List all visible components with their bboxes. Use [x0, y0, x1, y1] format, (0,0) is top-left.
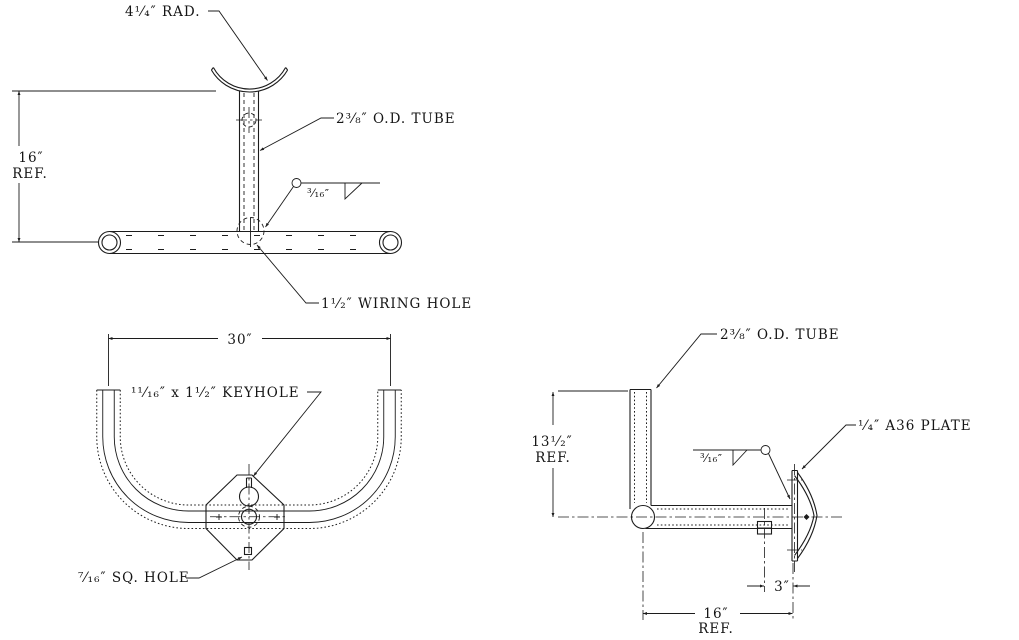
top-width-dim-text: 30″ — [227, 332, 252, 348]
side-length-ref-text: REF. — [698, 621, 734, 637]
side-length-dimension: 16″ REF. — [642, 532, 793, 637]
front-view: 16″ REF. 4¹⁄₄″ RAD. — [12, 4, 472, 312]
plate-callout: ¹⁄₄″ A36 PLATE — [801, 418, 972, 470]
radius-callout: 4¹⁄₄″ RAD. — [125, 4, 268, 81]
side-tube-callout: 2³⁄₈″ O.D. TUBE — [656, 327, 840, 389]
side-weld-size: ³⁄₁₆″ — [700, 451, 723, 465]
side-length-dim-text: 16″ — [703, 606, 728, 622]
front-crossbar-tube — [97, 217, 403, 255]
front-height-ref-text: REF. — [12, 166, 48, 182]
side-fillet-weld-symbol: ³⁄₁₆″ — [693, 445, 791, 500]
front-height-dimension: 16″ REF. — [12, 90, 216, 243]
center-plate — [205, 464, 288, 570]
keyhole-callout: ¹¹⁄₁₆″ x 1¹⁄₂″ KEYHOLE — [131, 385, 322, 477]
side-height-ref-text: REF. — [535, 450, 571, 466]
offset-dimension: 3″ — [747, 563, 810, 620]
sqhole-label: ⁷⁄₁₆″ SQ. HOLE — [78, 570, 190, 586]
pole-plate — [787, 464, 818, 572]
plate-label: ¹⁄₄″ A36 PLATE — [858, 418, 972, 434]
front-vertical-tube — [236, 91, 262, 232]
front-height-dim-text: 16″ — [18, 150, 43, 166]
top-view: 30″ ¹¹⁄₁₆″ x 1¹⁄₂″ KEYHOLE — [78, 332, 402, 586]
sqhole-callout: ⁷⁄₁₆″ SQ. HOLE — [78, 556, 243, 586]
arm-bolt — [756, 508, 773, 592]
front-tube-label: 2³⁄₈″ O.D. TUBE — [336, 111, 456, 127]
front-fillet-weld-symbol: ³⁄₁₆″ — [265, 178, 380, 228]
radius-label: 4¹⁄₄″ RAD. — [125, 4, 201, 20]
plate-center-marker — [803, 514, 810, 520]
side-view: 13¹⁄₂″ REF. ³⁄₁₆″ 2³⁄₈″ O.D. TUBE ¹⁄₄″ A… — [531, 327, 972, 637]
side-height-dimension: 13¹⁄₂″ REF. — [531, 390, 628, 518]
wiring-hole-callout: 1¹⁄₂″ WIRING HOLE — [256, 244, 472, 312]
keyhole-label: ¹¹⁄₁₆″ x 1¹⁄₂″ KEYHOLE — [131, 385, 300, 401]
saddle-curve — [210, 67, 289, 93]
side-tube-label: 2³⁄₈″ O.D. TUBE — [720, 327, 840, 343]
square-hole — [243, 546, 253, 556]
wiring-hole-label: 1¹⁄₂″ WIRING HOLE — [321, 296, 472, 312]
side-height-dim-text: 13¹⁄₂″ — [531, 434, 572, 450]
front-tube-callout: 2³⁄₈″ O.D. TUBE — [259, 111, 456, 151]
top-width-dimension: 30″ — [108, 332, 391, 386]
front-weld-size: ³⁄₁₆″ — [307, 186, 330, 200]
offset-dim-text: 3″ — [774, 579, 790, 595]
